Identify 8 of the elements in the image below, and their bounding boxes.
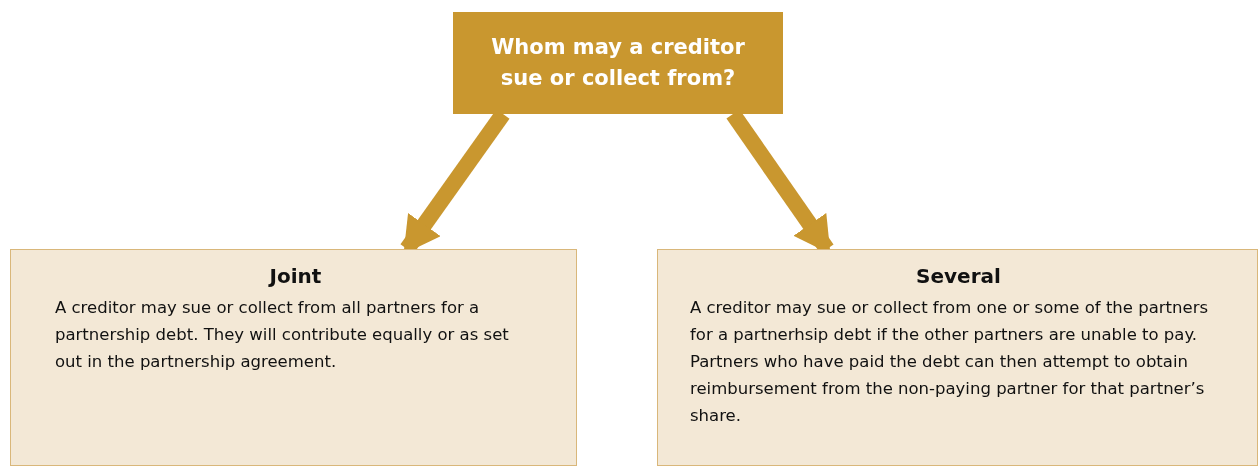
card-heading: Several — [915, 264, 1002, 288]
card-description: A creditor may sue or collect from all partners for a partnership debt. They will contribute equally or as set out in the partnership agreement. — [55, 297, 510, 373]
answer-card — [657, 249, 1258, 466]
card-description: A creditor may sue or collect from one or some of the partners for a partnerhsip debt if the other partners are unable to pay. Partners who have paid the debt can then attempt to obtain reimbursement from the non-paying partner for that partner’s share. — [690, 297, 1210, 427]
card-heading: Joint — [267, 264, 323, 288]
question-text: Whom may a creditor sue or collect from? — [490, 34, 746, 92]
question-box — [453, 12, 783, 114]
answer-card — [10, 249, 577, 466]
